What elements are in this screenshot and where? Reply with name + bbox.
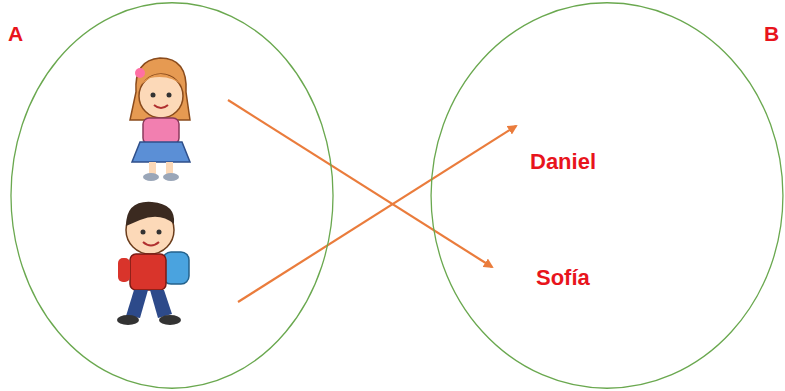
element-name: Daniel: [530, 150, 596, 174]
ellipse-outline: [10, 2, 334, 389]
element-name: Sofía: [536, 266, 590, 290]
set-ellipse: B DanielSofía: [430, 2, 784, 389]
element-label: Sofía: [532, 264, 594, 293]
element-label: Daniel: [526, 148, 601, 177]
mapping-arrow: [238, 126, 516, 302]
girl-illustration: [130, 58, 190, 181]
mapping-arrow: [228, 100, 492, 267]
set-name: B: [764, 22, 779, 45]
set-ellipse: A: [10, 2, 334, 389]
ellipse-outline: [430, 2, 784, 389]
set-name: A: [8, 22, 23, 45]
boy-illustration: [117, 202, 189, 325]
